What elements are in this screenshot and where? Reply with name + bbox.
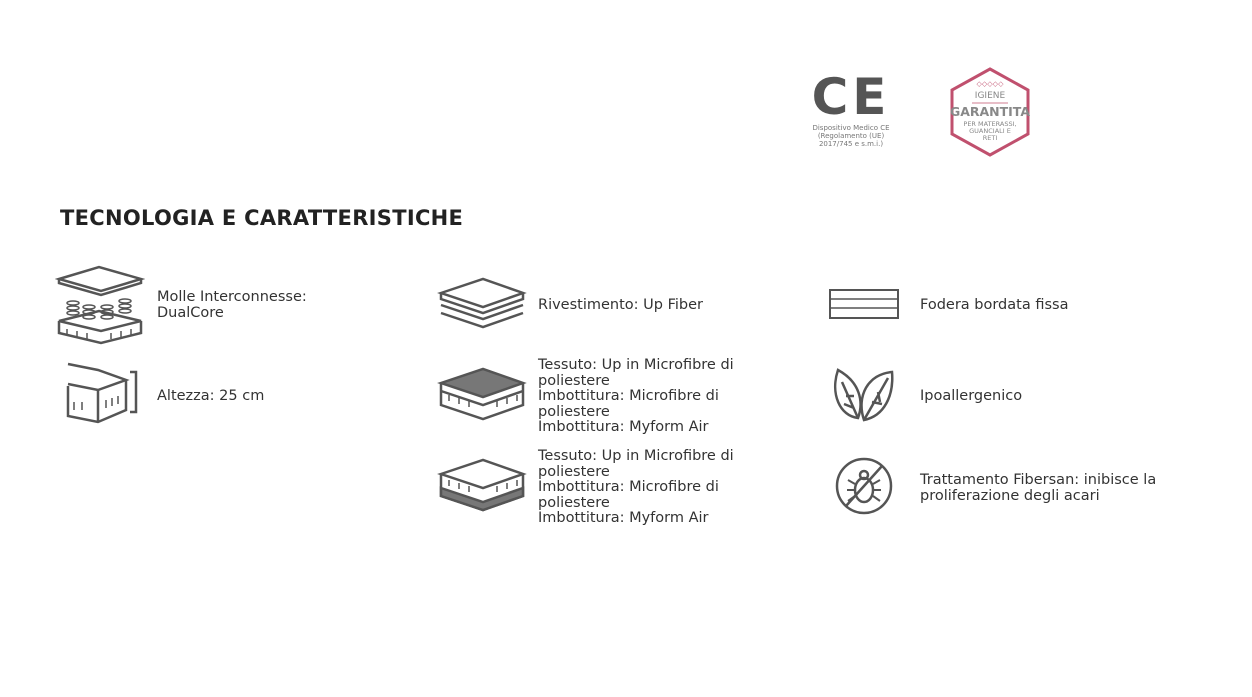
feature-text: Ipoallergenico [920,388,1023,404]
mattress-top-layer-icon [437,365,527,421]
badge-line3: PER MATERASSI, [963,120,1017,128]
ce-caption-line: Dispositivo Medico CE [812,124,890,132]
badge-line2: GARANTITA [949,104,1031,119]
feature-springs: Molle Interconnesse: DualCore [157,289,307,321]
no-mites-icon [834,456,894,516]
feature-text: Imbottitura: Myform Air [538,510,709,526]
layered-cover-icon [437,275,527,331]
svg-text:◇◇◇◇◇: ◇◇◇◇◇ [977,80,1005,88]
mattress-bottom-layer-icon [437,456,527,512]
feature-text: poliestere [538,403,610,420]
feature-text: Tessuto: Up in Microfibre di [538,448,734,464]
feature-text: Rivestimento: Up Fiber [538,297,703,313]
badge-line1: IGIENE [974,91,1006,101]
feature-height: Altezza: 25 cm [157,388,265,405]
mattress-height-icon [64,362,140,426]
feature-anti-mites: Trattamento Fibersan: inibisce la prolif… [920,472,1157,504]
ce-caption-line: (Regolamento (UE) [817,132,885,140]
feature-text: Tessuto: Up in Microfibre di [538,357,734,373]
ce-caption-line: 2017/745 e s.m.i.) [818,140,884,148]
feature-text: Molle Interconnesse: [157,289,307,305]
feature-text: poliestere [538,463,610,480]
feature-cover: Rivestimento: Up Fiber [538,297,703,314]
feature-text: DualCore [157,304,224,321]
feature-text: Imbottitura: Myform Air [538,419,709,435]
fixed-border-lining-icon [828,288,900,320]
feature-text: proliferazione degli acari [920,487,1100,504]
ce-certification: CE Dispositivo Medico CE (Regolamento (U… [806,72,896,148]
feature-side-a: Tessuto: Up in Microfibre di poliestere … [538,357,734,436]
feature-text: poliestere [538,494,610,511]
feature-text: Imbottitura: Microfibre di [538,388,719,404]
ce-mark-logo: CE [811,68,891,126]
feature-hypoallergenic: Ipoallergenico [920,388,1023,405]
feature-lining: Fodera bordata fissa [920,297,1069,314]
feature-text: Fodera bordata fissa [920,297,1069,313]
feature-side-b: Tessuto: Up in Microfibre di poliestere … [538,448,734,527]
section-title: TECNOLOGIA E CARATTERISTICHE [60,206,464,230]
feature-text: poliestere [538,372,610,389]
feature-text: Trattamento Fibersan: inibisce la [920,472,1157,488]
feature-text: Imbottitura: Microfibre di [538,479,719,495]
feature-text: Altezza: 25 cm [157,388,265,404]
spring-mattress-icon [55,263,145,345]
badge-line3: RETI [982,134,998,142]
leaves-icon [832,366,896,424]
badge-line3: GUANCIALI E [969,127,1011,135]
hygiene-guaranteed-badge: ◇◇◇◇◇ IGIENE GARANTITA PER MATERASSI, GU… [946,66,1034,158]
